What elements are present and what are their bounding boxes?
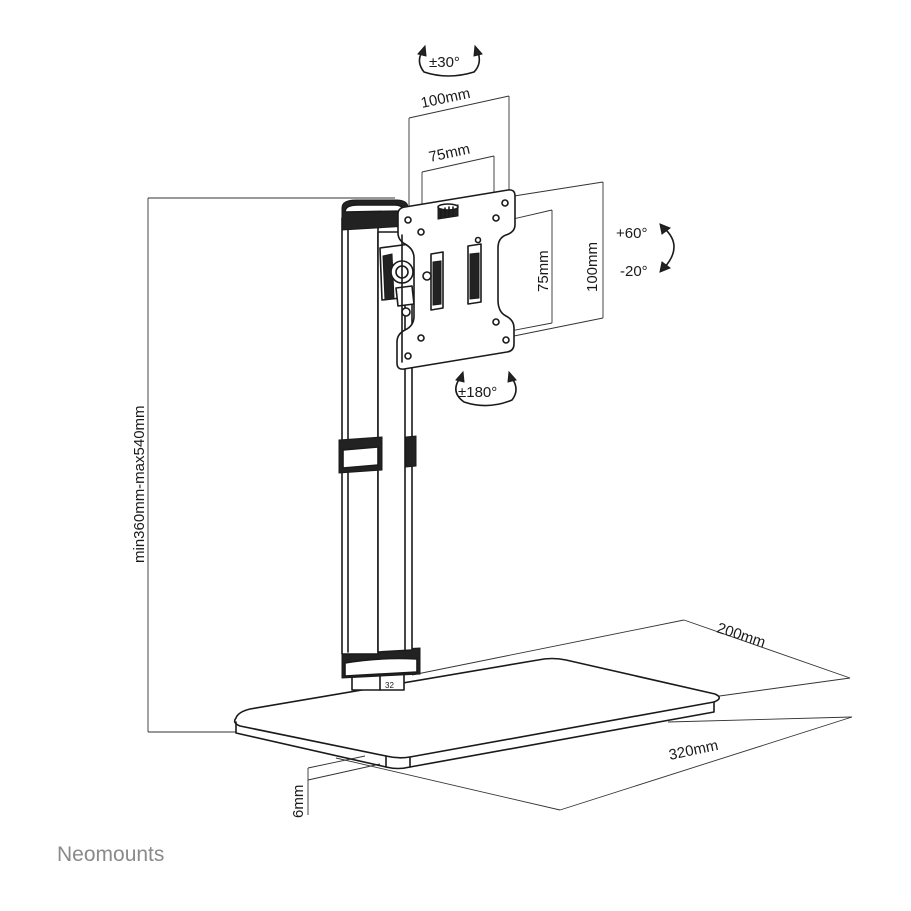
pole-size-label: 32 — [385, 681, 394, 690]
vesa-inner-height-label: 75mm — [535, 250, 552, 292]
vesa-outer-width-label: 100mm — [419, 85, 471, 112]
tilt-down-label: -20° — [620, 263, 648, 280]
base-width-label: 320mm — [667, 737, 719, 764]
rotation-arrows — [417, 44, 675, 407]
tilt-horizontal-label: ±30° — [429, 54, 460, 71]
base-plate — [233, 657, 721, 770]
vesa-outer-height-label: 100mm — [584, 242, 601, 292]
brand-logo: Neomounts — [57, 843, 164, 866]
tilt-up-label: +60° — [616, 225, 647, 242]
vesa-plate — [396, 189, 516, 370]
base-thickness-label: 6mm — [290, 785, 307, 818]
base-depth-label: 200mm — [715, 620, 768, 652]
rotation-label: ±180° — [458, 384, 497, 401]
height-range-label: min360mm-max540mm — [131, 405, 148, 563]
